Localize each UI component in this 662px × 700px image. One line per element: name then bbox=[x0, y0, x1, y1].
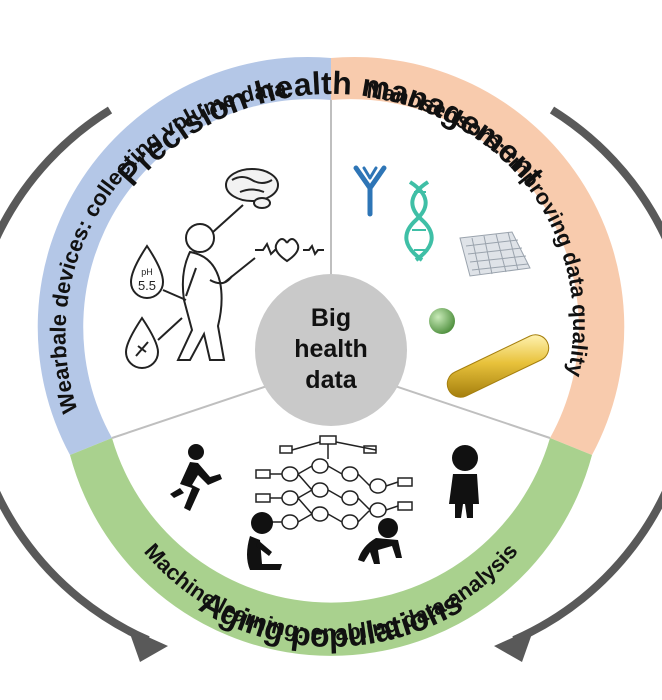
brain-connector bbox=[212, 204, 244, 233]
nanomesh-icon bbox=[459, 231, 531, 277]
crawling-child-icon bbox=[358, 518, 402, 564]
drop-ph-caption: pH bbox=[141, 267, 153, 277]
sweat-drop-icon bbox=[129, 244, 165, 299]
standing-child-icon bbox=[449, 445, 479, 518]
divider-right bbox=[376, 379, 551, 439]
center-line-2: health bbox=[294, 335, 368, 363]
drop-connector bbox=[162, 289, 187, 301]
drop-ph-value: 5.5 bbox=[138, 278, 156, 293]
sitting-person-icon bbox=[247, 512, 282, 570]
antibody-icon bbox=[353, 165, 387, 217]
neural-network-icon bbox=[255, 435, 413, 530]
heart-connector bbox=[224, 257, 256, 283]
dna-helix-icon bbox=[404, 180, 434, 262]
nano-segment bbox=[331, 56, 625, 456]
divider-left bbox=[111, 379, 286, 439]
right-arrow bbox=[512, 106, 662, 644]
gold-nanorod-icon bbox=[446, 334, 550, 398]
brain-icon bbox=[225, 168, 279, 209]
green-nanoparticle-icon bbox=[429, 308, 455, 334]
running-person-icon bbox=[170, 444, 222, 511]
elderly-person-icon bbox=[176, 223, 233, 361]
wearable-segment bbox=[37, 56, 332, 456]
dna-drop-connector bbox=[157, 317, 183, 341]
left-arrowhead bbox=[128, 628, 168, 662]
ml-segment bbox=[70, 438, 592, 656]
right-arrowhead bbox=[494, 628, 534, 662]
heart-rate-icon bbox=[255, 238, 324, 263]
left-arrow bbox=[0, 106, 150, 644]
center-circle bbox=[255, 274, 407, 426]
center-line-3: data bbox=[305, 366, 358, 394]
center-line-1: Big bbox=[311, 304, 351, 332]
dna-drop-icon bbox=[124, 316, 160, 369]
